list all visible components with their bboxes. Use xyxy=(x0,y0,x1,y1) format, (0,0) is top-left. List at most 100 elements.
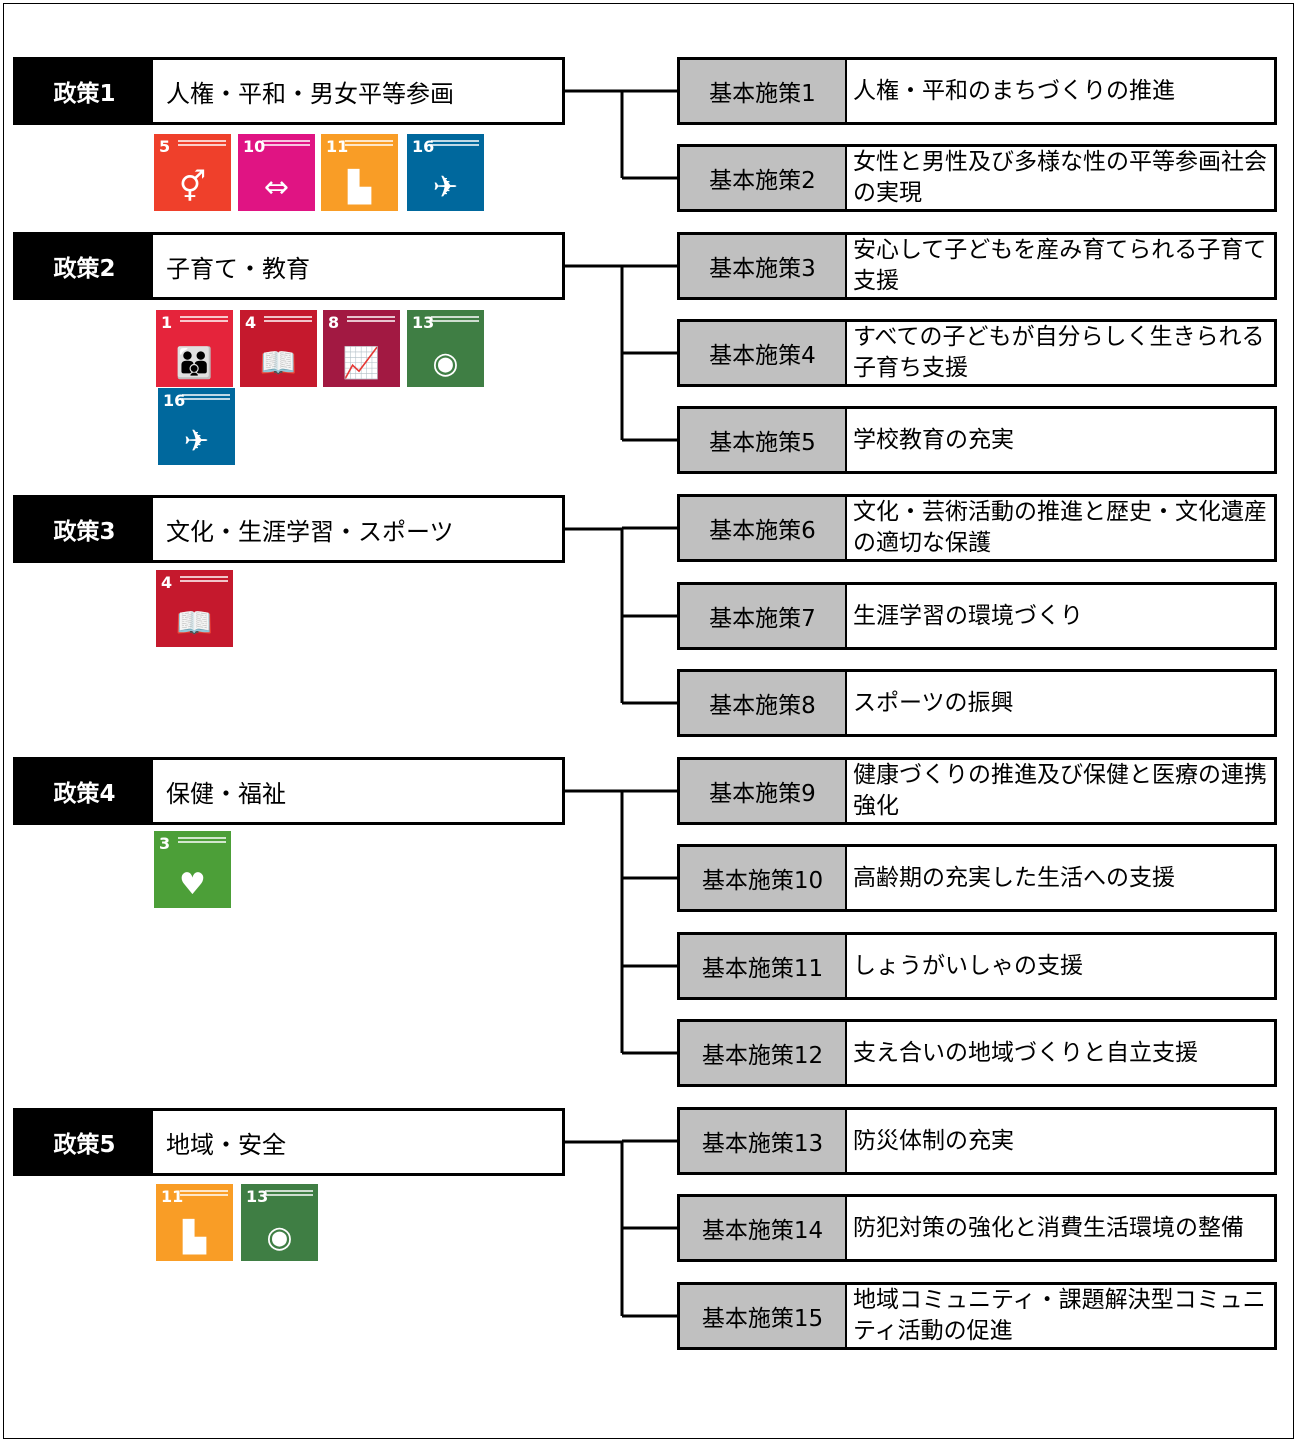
measure-label: 基本施策10 xyxy=(680,847,847,909)
quality-education-icon: 📖 xyxy=(175,606,214,641)
sdg-caption-lines xyxy=(180,1190,228,1196)
sdg-goal-11-tile: 11 ▙ xyxy=(156,1184,233,1261)
peace-dove-icon: ✈ xyxy=(183,424,210,459)
policy-label: 政策3 xyxy=(16,498,153,560)
economic-growth-icon: 📈 xyxy=(342,346,381,381)
policy-box[interactable]: 政策4 保健・福祉 xyxy=(13,757,565,825)
measure-title: 健康づくりの推進及び保健と医療の連携強化 xyxy=(853,762,1267,819)
good-health-icon: ♥ xyxy=(179,867,206,902)
measure-label: 基本施策8 xyxy=(680,672,847,734)
sdg-goal-number: 16 xyxy=(412,137,435,156)
policy-title: 人権・平和・男女平等参画 xyxy=(166,79,454,108)
measure-title: スポーツの振興 xyxy=(853,689,1014,716)
sustainable-cities-icon: ▙ xyxy=(182,1220,207,1255)
sdg-goal-number: 11 xyxy=(326,137,349,156)
sdg-goal-16-tile: 16 ✈ xyxy=(407,134,484,211)
peace-dove-icon: ✈ xyxy=(432,170,459,205)
policy-label: 政策4 xyxy=(16,760,153,822)
policy-title: 文化・生涯学習・スポーツ xyxy=(166,517,454,546)
sdg-goal-8-tile: 8📈 xyxy=(323,310,400,387)
measure-title: 人権・平和のまちづくりの推進 xyxy=(853,77,1175,104)
measure-title: 安心して子どもを産み育てられる子育て支援 xyxy=(853,237,1267,294)
sdg-goal-number: 3 xyxy=(159,834,171,853)
measure-title: 文化・芸術活動の推進と歴史・文化遺産の適切な保護 xyxy=(853,499,1267,556)
measure-label: 基本施策4 xyxy=(680,322,847,384)
sdg-goal-3-tile: 3♥ xyxy=(154,831,231,908)
sdg-caption-lines xyxy=(347,316,395,322)
measure-title: 生涯学習の環境づくり xyxy=(853,602,1083,629)
sdg-caption-lines xyxy=(265,1190,313,1196)
sdg-goal-1-tile: 1👪 xyxy=(156,310,233,387)
measure-label: 基本施策7 xyxy=(680,585,847,647)
sdg-caption-lines xyxy=(178,140,226,146)
sdg-caption-lines xyxy=(180,576,228,582)
reduced-inequality-icon: ⇔ xyxy=(263,170,290,205)
policy-title: 保健・福祉 xyxy=(166,779,286,808)
policy-title: 地域・安全 xyxy=(166,1130,286,1159)
measure-title: 女性と男性及び多様な性の平等参画社会の実現 xyxy=(853,149,1267,206)
measure-title: 学校教育の充実 xyxy=(853,426,1014,453)
measure-label: 基本施策11 xyxy=(680,935,847,997)
measure-label: 基本施策3 xyxy=(680,235,847,297)
measure-label: 基本施策15 xyxy=(680,1285,847,1347)
sdg-caption-lines xyxy=(345,140,393,146)
sdg-goal-13-tile: 13◉ xyxy=(241,1184,318,1261)
policy-label: 政策1 xyxy=(16,60,153,122)
sdg-caption-lines xyxy=(182,394,230,400)
sdg-goal-5-tile: 5⚥ xyxy=(154,134,231,211)
measure-label: 基本施策14 xyxy=(680,1197,847,1259)
sdg-goal-number: 4 xyxy=(161,573,173,592)
measure-title: すべての子どもが自分らしく生きられる子育ち支援 xyxy=(853,324,1265,381)
policy-box[interactable]: 政策1 人権・平和・男女平等参画 xyxy=(13,57,565,125)
sdg-goal-4-tile: 4📖 xyxy=(156,570,233,647)
measure-label: 基本施策5 xyxy=(680,409,847,471)
measure-title: 支え合いの地域づくりと自立支援 xyxy=(853,1039,1198,1066)
sdg-caption-lines xyxy=(178,837,226,843)
sdg-goal-number: 10 xyxy=(243,137,266,156)
sdg-goal-number: 1 xyxy=(161,313,173,332)
sdg-caption-lines xyxy=(431,140,479,146)
sdg-goal-16-tile: 16✈ xyxy=(158,388,235,465)
sdg-goal-number: 13 xyxy=(412,313,435,332)
measure-title: 地域コミュニティ・課題解決型コミュニティ活動の促進 xyxy=(853,1287,1266,1344)
sdg-goal-number: 8 xyxy=(328,313,340,332)
sdg-goal-13-tile: 13 ◉ xyxy=(407,310,484,387)
measure-label: 基本施策13 xyxy=(680,1110,847,1172)
policy-box[interactable]: 政策3 文化・生涯学習・スポーツ xyxy=(13,495,565,563)
measure-label: 基本施策2 xyxy=(680,147,847,209)
measure-title: 防災体制の充実 xyxy=(853,1127,1014,1154)
sdg-caption-lines xyxy=(262,140,310,146)
gender-equality-icon: ⚥ xyxy=(178,170,207,205)
climate-action-icon: ◉ xyxy=(432,346,459,381)
measure-title: 防犯対策の強化と消費生活環境の整備 xyxy=(853,1214,1244,1241)
sdg-goal-10-tile: 10 ⇔ xyxy=(238,134,315,211)
measure-label: 基本施策6 xyxy=(680,497,847,559)
measure-label: 基本施策9 xyxy=(680,760,847,822)
sdg-goal-number: 11 xyxy=(161,1187,184,1206)
quality-education-icon: 📖 xyxy=(259,346,298,381)
policy-label: 政策5 xyxy=(16,1111,153,1173)
sustainable-cities-icon: ▙ xyxy=(347,170,372,205)
policy-box[interactable]: 政策5 地域・安全 xyxy=(13,1108,565,1176)
measure-title: 高齢期の充実した生活への支援 xyxy=(853,864,1175,891)
measure-label: 基本施策12 xyxy=(680,1022,847,1084)
sdg-goal-number: 4 xyxy=(245,313,257,332)
sdg-caption-lines xyxy=(180,316,228,322)
measure-label: 基本施策1 xyxy=(680,60,847,122)
